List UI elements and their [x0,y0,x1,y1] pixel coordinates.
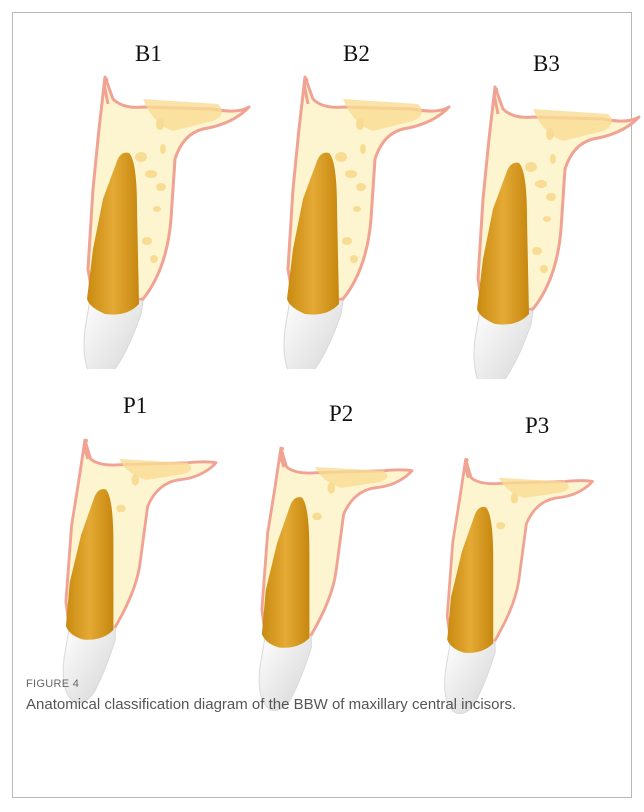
tooth-diagram-b2 [263,69,463,369]
panel-b3: B3 [453,51,644,381]
panel-label-p3: P3 [525,413,644,439]
tooth-diagram-b3 [453,79,644,379]
panel-b2: B2 [263,41,463,371]
panel-p1: P1 [43,393,243,723]
panel-label-b3: B3 [533,51,644,77]
panel-b1: B1 [63,41,263,371]
caption-text: Anatomical classification diagram of the… [26,694,626,716]
figure-frame: B1 B2 B3 P1 P2 P3 FIGURE 4 Anatomical cl… [12,12,632,798]
tooth-diagram-p1 [43,421,243,721]
figure-label: FIGURE 4 [26,678,626,690]
figure-caption: FIGURE 4 Anatomical classification diagr… [26,678,626,716]
tooth-diagram-b1 [63,69,263,369]
